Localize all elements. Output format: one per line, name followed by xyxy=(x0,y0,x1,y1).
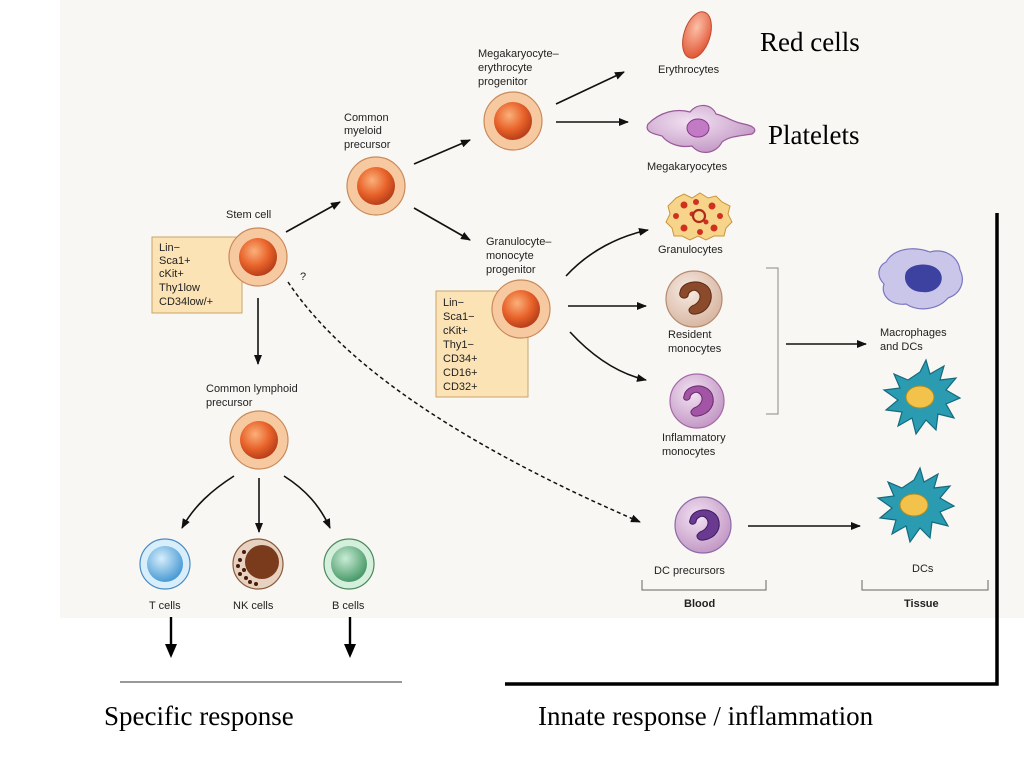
blood-bracket xyxy=(641,580,767,591)
gmp-marker: cKit+ xyxy=(443,325,468,337)
stem-cell-icon xyxy=(228,227,288,287)
common-myeloid-title: Common xyxy=(344,112,389,124)
stem-marker: Thy1low xyxy=(159,282,200,294)
gmp-marker: Thy1− xyxy=(443,339,474,351)
question-mark: ? xyxy=(300,271,306,283)
mep-title: Megakaryocyte– xyxy=(478,48,560,60)
blood-label: Blood xyxy=(684,598,715,610)
dendritic-cell-icon xyxy=(876,466,956,544)
t-cells-label: T cells xyxy=(149,600,181,612)
common-myeloid-title: myeloid xyxy=(344,125,382,137)
innate-response-annotation: Innate response / inflammation xyxy=(538,701,874,731)
dendritic-cell-icon xyxy=(882,358,962,436)
megakaryocytes-label: Megakaryocytes xyxy=(647,161,728,173)
clp-title: Common lymphoid xyxy=(206,383,298,395)
t-cell-icon xyxy=(139,538,191,590)
stem-marker: CD34low/+ xyxy=(159,296,213,308)
dc-precursor-icon xyxy=(674,496,732,554)
mep-icon xyxy=(483,91,543,151)
tissue-bracket xyxy=(861,580,989,591)
mep-title: progenitor xyxy=(478,76,528,88)
inflammatory-monocyte-icon xyxy=(669,373,725,429)
platelets-annotation: Platelets xyxy=(768,120,859,150)
innate-response-bracket xyxy=(505,213,999,686)
resident-monocyte-icon xyxy=(665,270,723,328)
gmp-marker: CD16+ xyxy=(443,367,478,379)
stem-cell-title: Stem cell xyxy=(226,209,271,221)
stem-cell-marker-box xyxy=(151,236,243,314)
dcs-label: DCs xyxy=(912,563,934,575)
specific-response-arrows xyxy=(165,617,356,658)
gmp-title: Granulocyte– xyxy=(486,236,552,248)
macrophage-icon xyxy=(878,248,963,310)
macrophages-dcs-label: and DCs xyxy=(880,341,923,353)
granulocyte-icon xyxy=(665,192,733,241)
gmp-marker: Lin− xyxy=(443,297,464,309)
inflammatory-monocytes-label: Inflammatory xyxy=(662,432,726,444)
specific-response-annotation: Specific response xyxy=(104,701,294,731)
red-cells-annotation: Red cells xyxy=(760,27,860,57)
resident-monocytes-label: Resident xyxy=(668,329,711,341)
gmp-title: monocyte xyxy=(486,250,534,262)
clp-title: precursor xyxy=(206,397,253,409)
inflammatory-monocytes-label: monocytes xyxy=(662,446,716,458)
nk-cells-label: NK cells xyxy=(233,600,274,612)
macrophages-dcs-label: Macrophages xyxy=(880,327,947,339)
tissue-label: Tissue xyxy=(904,598,939,610)
granulocytes-label: Granulocytes xyxy=(658,244,723,256)
gmp-marker: Sca1− xyxy=(443,311,475,323)
resident-monocytes-label: monocytes xyxy=(668,343,722,355)
b-cell-icon xyxy=(323,538,375,590)
erythrocyte-icon xyxy=(682,11,712,59)
common-myeloid-title: precursor xyxy=(344,139,391,151)
b-cells-label: B cells xyxy=(332,600,365,612)
dc-precursors-label: DC precursors xyxy=(654,565,725,577)
clp-icon xyxy=(229,410,289,470)
gmp-marker: CD34+ xyxy=(443,353,478,365)
lineage-arrows xyxy=(181,71,867,533)
stem-marker: Lin− xyxy=(159,242,180,254)
megakaryocyte-icon xyxy=(646,104,756,153)
stem-marker: Sca1+ xyxy=(159,255,191,267)
common-myeloid-icon xyxy=(346,156,406,216)
nk-cell-icon xyxy=(232,538,284,590)
gmp-marker: CD32+ xyxy=(443,381,478,393)
erythrocytes-label: Erythrocytes xyxy=(658,64,720,76)
mep-title: erythrocyte xyxy=(478,62,532,74)
gmp-icon xyxy=(491,279,551,339)
stem-marker: cKit+ xyxy=(159,268,184,280)
gmp-title: progenitor xyxy=(486,264,536,276)
monocyte-bracket xyxy=(766,267,779,415)
